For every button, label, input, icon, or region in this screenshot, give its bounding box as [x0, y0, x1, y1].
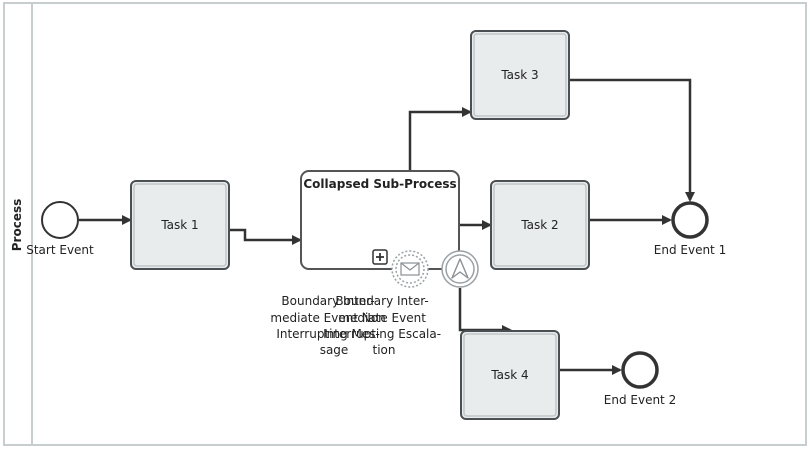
end-event-1[interactable]: End Event 1 [654, 201, 726, 257]
end-event-2[interactable]: End Event 2 [604, 351, 676, 407]
end-event-1-label: End Event 1 [654, 243, 726, 257]
task-4[interactable]: Task 4 [460, 330, 560, 420]
flow-task3-to-end1 [569, 78, 695, 202]
task-1[interactable]: Task 1 [130, 180, 230, 270]
task-1-label: Task 1 [160, 218, 198, 232]
task-3-label: Task 3 [500, 68, 538, 82]
escalation-arrow-icon [451, 258, 469, 279]
start-event-label: Start Event [26, 243, 94, 257]
subprocess-label: Collapsed Sub-Process [303, 177, 456, 191]
plus-icon[interactable] [372, 249, 388, 265]
boundary-message-event[interactable] [391, 250, 429, 288]
envelope-icon [400, 262, 420, 276]
start-event[interactable]: Start Event [26, 201, 94, 257]
boundary-escalation-label: Boundary Inter- mediate Event Interrupti… [323, 294, 445, 357]
flow-task1-to-subprocess [229, 228, 302, 245]
boundary-escalation-event[interactable] [441, 250, 479, 288]
end-event-2-label: End Event 2 [604, 393, 676, 407]
task-3[interactable]: Task 3 [470, 30, 570, 120]
collapsed-subprocess[interactable]: Collapsed Sub-Process [300, 170, 460, 270]
pool-label: Process [10, 199, 24, 252]
boundary-message-label: Boundary Inter- mediate Event Non Interr… [270, 294, 389, 357]
task-2-label: Task 2 [520, 218, 558, 232]
task-2[interactable]: Task 2 [490, 180, 590, 270]
task-4-label: Task 4 [490, 368, 528, 382]
